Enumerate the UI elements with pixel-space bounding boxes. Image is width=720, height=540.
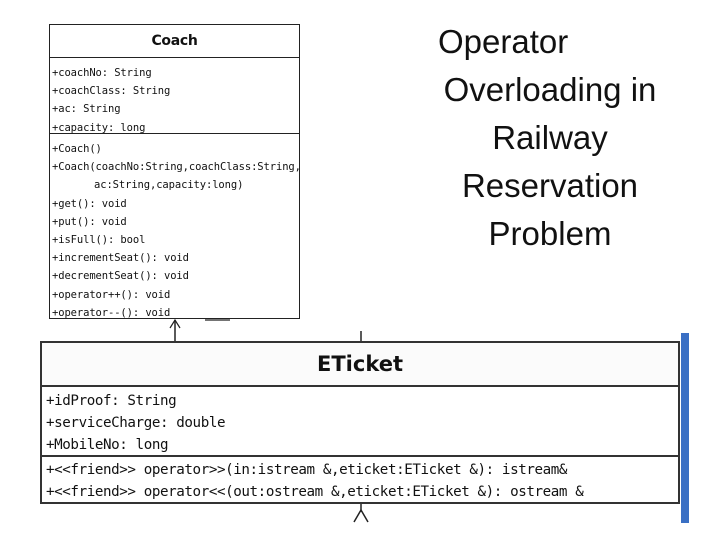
coach-operation: +get(): void <box>52 197 127 210</box>
coach-operation: +operator--(): void <box>52 306 171 319</box>
eticket-attribute: +MobileNo: long <box>46 437 169 453</box>
eticket-class-box: ETicket +idProof: String +serviceCharge:… <box>40 341 680 504</box>
bottom-arrow-head <box>353 508 369 523</box>
coach-operation: +decrementSeat(): void <box>52 270 189 283</box>
eticket-attribute: +idProof: String <box>46 393 177 409</box>
eticket-class-name: ETicket <box>42 343 678 387</box>
slide-title: Operator Overloading in Railway Reservat… <box>420 18 680 258</box>
coach-attributes: +coachNo: String +coachClass: String +ac… <box>50 58 299 134</box>
coach-operation: +isFull(): bool <box>52 234 146 247</box>
coach-operation: +incrementSeat(): void <box>52 252 189 265</box>
eticket-operations: +<<friend>> operator>>(in:istream &,etic… <box>42 457 678 503</box>
slide-title-line: Reservation <box>461 167 639 204</box>
coach-attribute: +coachNo: String <box>52 67 152 79</box>
coach-class-box: Coach +coachNo: String +coachClass: Stri… <box>49 24 301 322</box>
slide-title-line: Overloading in <box>443 71 657 108</box>
coach-attribute: +coachClass: String <box>52 85 171 98</box>
coach-operations: +Coach() +Coach(coachNo:String,coachClas… <box>50 134 301 322</box>
slide-title-line: Operator <box>438 23 569 60</box>
eticket-attributes: +idProof: String +serviceCharge: double … <box>42 387 678 457</box>
eticket-operation: +<<friend>> operator<<(out:ostream &,eti… <box>46 484 584 500</box>
coach-attribute: +ac: String <box>52 103 121 116</box>
slide-title-line: Problem <box>488 215 612 252</box>
coach-attribute: +capacity: long <box>52 121 146 134</box>
eticket-attribute: +serviceCharge: double <box>46 415 226 431</box>
coach-operation: +put(): void <box>52 215 127 228</box>
coach-operation: +Coach() <box>52 143 102 155</box>
accent-bar <box>681 333 689 523</box>
eticket-operation: +<<friend>> operator>>(in:istream &,etic… <box>46 462 568 478</box>
coach-operation: +Coach(coachNo:String,coachClass:String, <box>52 161 301 174</box>
coach-operation: +operator++(): void <box>52 288 171 301</box>
coach-operation: ac:String,capacity:long) <box>94 179 244 192</box>
coach-class-name: Coach <box>50 25 299 58</box>
slide-title-line: Railway <box>492 119 608 156</box>
